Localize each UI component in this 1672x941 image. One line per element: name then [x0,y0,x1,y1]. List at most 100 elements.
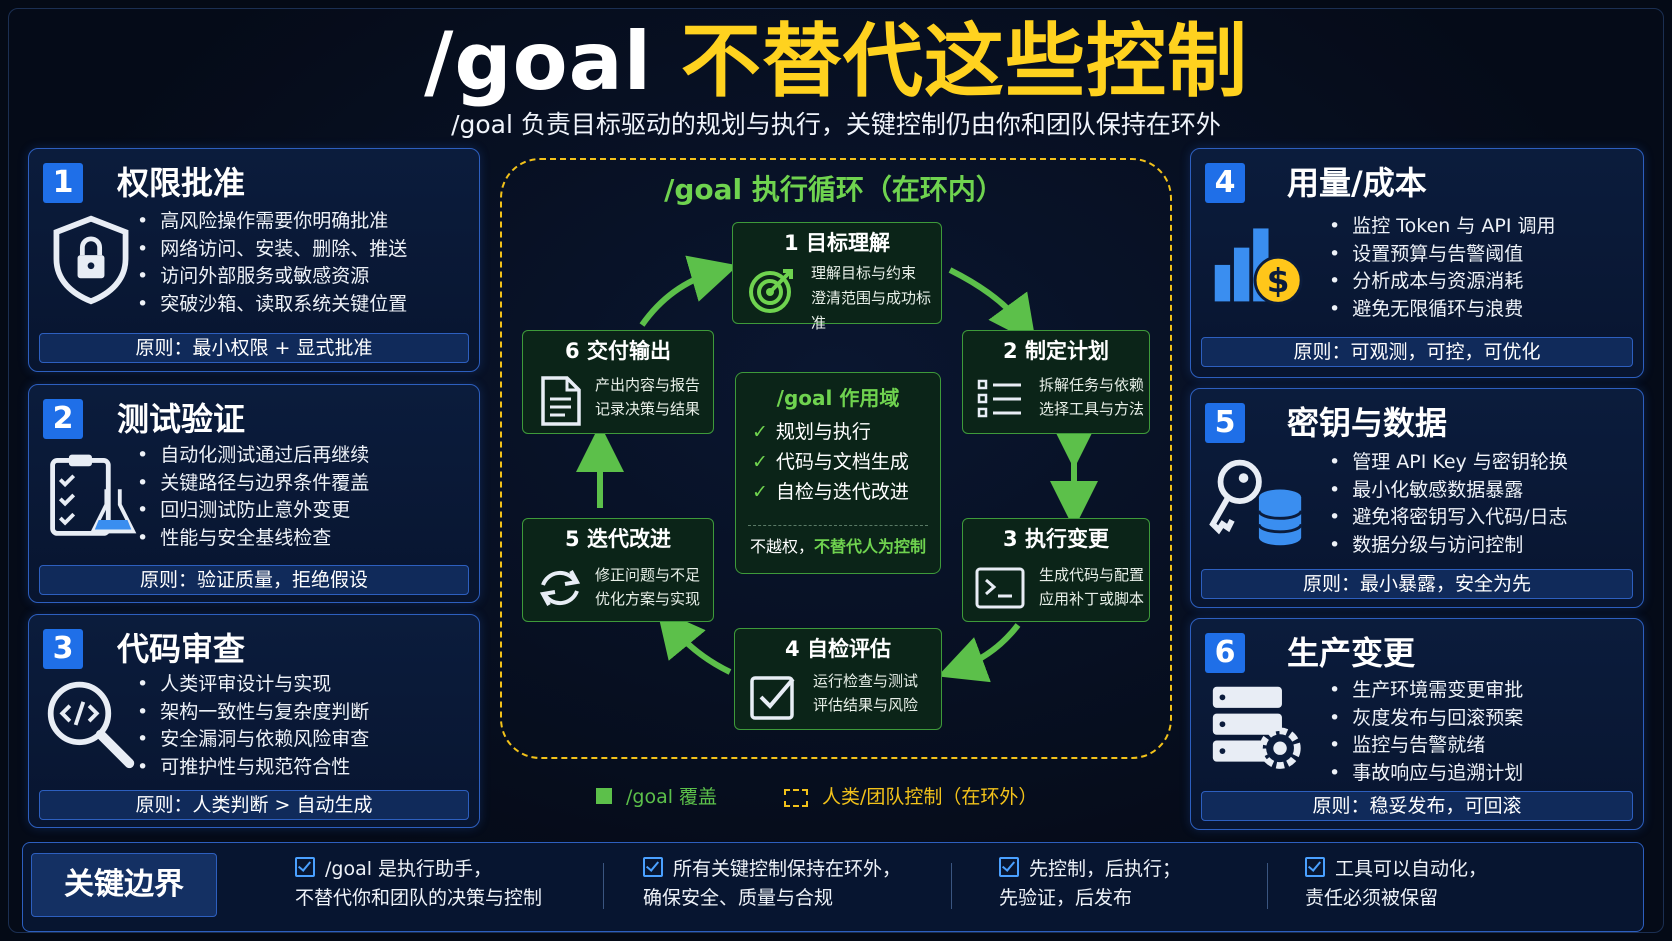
check-icon: ✓ [752,451,768,473]
boundary-text: 不替代你和团队的决策与控制 [295,887,543,909]
arrow-4-to-5 [656,608,732,675]
panel-item-list: 生产环境需变更审批 灰度发布与回滚预案 监控与告警就绪 事故响应与追溯计划 [1329,677,1523,787]
boundary-line: 先控制，后执行； [999,855,1181,884]
panel-code-review: 3 代码审查 人类评审设计与实现 架构一致性与复杂度判断 安全漏洞与依赖风险审查… [28,614,480,828]
boundary-text: 所有关键控制保持在环外， [673,858,902,880]
panel-principle: 原则：可观测，可控，可优化 [1201,337,1633,367]
node-title: 3 执行变更 [1003,527,1109,551]
panel-number: 4 [1205,163,1245,203]
goal-scope-box: /goal 作用域 ✓规划与执行 ✓代码与文档生成 ✓自检与迭代改进 不越权，不… [735,372,941,574]
panel-number: 5 [1205,403,1245,443]
list-item: 安全漏洞与依赖风险审查 [137,726,369,754]
node-line: 运行检查与测试 [813,672,919,690]
scope-footer-plain: 不越权， [749,537,814,556]
document-icon [541,376,581,426]
panel-title: 代码审查 [117,630,246,668]
boundary-text: 先验证，后发布 [999,887,1133,909]
boundary-text: 责任必须被保留 [1305,887,1439,909]
node-line: 澄清范围与成功标准 [811,289,932,332]
list-item: 事故响应与追溯计划 [1329,760,1523,788]
title-part-highlight: 不替代这些控制 [680,15,1248,108]
node-line: 应用补丁或脚本 [1039,590,1145,608]
node-line: 记录决策与结果 [595,400,701,418]
panel-usage-cost: 4 用量/成本 $ 监控 Token 与 API 调用 设置预算与告警阈值 分析… [1190,148,1644,378]
panel-principle: 原则：验证质量，拒绝假设 [39,565,469,595]
panel-number: 3 [43,629,83,669]
arrow-6-to-1 [639,255,739,327]
checkbox-icon [643,857,663,877]
list-item: 分析成本与资源消耗 [1329,268,1556,296]
scope-item: 自检与迭代改进 [775,481,909,503]
arrow-3-to-4 [937,623,1021,683]
boundary-item: 工具可以自动化， 责任必须被保留 [1305,855,1487,913]
key-boundaries-label: 关键边界 [31,853,217,917]
legend-swatch-human [784,789,808,807]
target-icon [749,269,793,313]
divider [951,863,952,909]
terminal-icon [975,567,1025,609]
node-line: 拆解任务与依赖 [1039,376,1145,394]
list-item: 避免将密钥写入代码/日志 [1329,504,1568,532]
list-item: 监控 Token 与 API 调用 [1329,213,1555,241]
node-title: 5 迭代改进 [565,527,671,551]
scope-list: ✓ 规划与执行 ✓ 代码与文档生成 ✓ 自检与迭代改进 [752,417,909,507]
node-title: 1 目标理解 [784,231,890,255]
checkbox-icon [1305,857,1325,877]
legend-human: 人类/团队控制（在环外） [784,784,1037,810]
divider [603,863,604,909]
loop-node-self-check: 4 自检评估 运行检查与测试 评估结果与风险 [734,628,942,730]
list-item: 架构一致性与复杂度判断 [137,699,369,727]
panel-testing: 2 测试验证 自动化测试通过后再继续 关键路径与边界条件覆盖 回归测试防止意外变… [28,384,480,603]
panel-number: 6 [1205,633,1245,673]
refresh-icon [539,570,581,606]
boundary-item: /goal 是执行助手， 不替代你和团队的决策与控制 [295,855,542,913]
arrow-1-to-2 [948,267,1037,345]
list-icon [977,379,1021,418]
shield-lock-icon [53,215,129,305]
check-icon: ✓ [752,481,768,503]
loop-node-goal-understanding: 1 目标理解 理解目标与约束 澄清范围与成功标准 [732,222,942,332]
scope-divider [748,525,928,526]
node-line: 生成代码与配置 [1039,566,1145,584]
loop-node-iterate: 5 迭代改进 修正问题与不足 优化方案与实现 [522,518,714,622]
list-item: 自动化测试通过后再继续 [137,442,369,470]
loop-node-deliver: 6 交付输出 产出内容与报告 记录决策与结果 [522,330,714,434]
panel-principle: 原则：最小暴露，安全为先 [1201,569,1633,599]
divider [1267,863,1268,909]
list-item: ✓ 自检与迭代改进 [752,477,909,507]
page-subtitle: /goal 负责目标驱动的规划与执行，关键控制仍由你和团队保持在环外 [451,110,1221,139]
scope-item: 代码与文档生成 [775,451,909,473]
panel-number: 1 [43,163,83,203]
node-line: 修正问题与不足 [595,566,701,584]
scope-item: 规划与执行 [775,421,871,443]
list-item: 生产环境需变更审批 [1329,677,1523,705]
node-line: 优化方案与实现 [595,590,701,608]
boundary-line: /goal 是执行助手， [295,855,542,884]
key-database-icon [1209,459,1303,546]
panel-number: 2 [43,399,83,439]
checkbox-icon [295,857,315,877]
code-magnifier-icon [47,681,135,769]
panel-item-list: 人类评审设计与实现 架构一致性与复杂度判断 安全漏洞与依赖风险审查 可推护性与规… [137,671,369,781]
list-item: 数据分级与访问控制 [1329,532,1568,560]
list-item: 访问外部服务或敏感资源 [137,263,407,291]
panel-title: 测试验证 [117,400,246,438]
checkbox-icon [999,857,1019,877]
clipboard-flask-icon [50,454,137,536]
node-line: 产出内容与报告 [595,376,701,394]
svg-text:$: $ [1267,262,1290,300]
server-gear-icon [1212,686,1301,769]
list-item: ✓ 规划与执行 [752,417,909,447]
scope-title: /goal 作用域 [776,386,900,410]
node-title: 2 制定计划 [1003,339,1109,363]
legend-covered: /goal 覆盖 [596,784,717,810]
panel-item-list: 自动化测试通过后再继续 关键路径与边界条件覆盖 回归测试防止意外变更 性能与安全… [137,442,369,552]
panel-item-list: 管理 API Key 与密钥轮换 最小化敏感数据暴露 避免将密钥写入代码/日志 … [1329,449,1568,559]
list-item: 可推护性与规范符合性 [137,754,369,782]
list-item: 网络访问、安装、删除、推送 [137,236,407,264]
legend-label-human: 人类/团队控制（在环外） [822,786,1038,808]
panel-production: 6 生产变更 生产环境需变更审批 灰度发布与回滚预案 监控与告警就绪 事故响应与… [1190,618,1644,830]
loop-node-plan: 2 制定计划 拆解任务与依赖 选择工具与方法 [962,330,1150,434]
check-icon: ✓ [752,421,768,443]
execution-loop-boundary [500,158,1172,759]
